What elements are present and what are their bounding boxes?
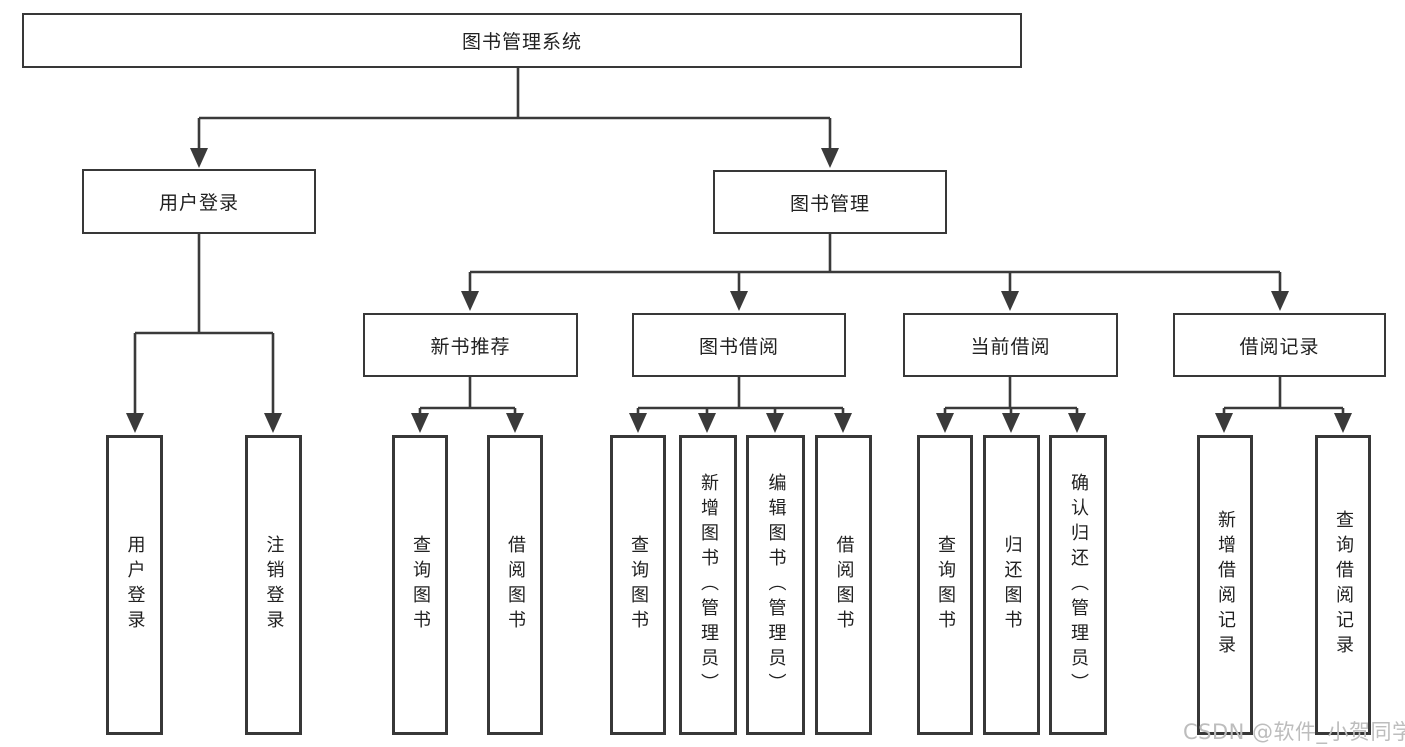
- leaf-add-book-admin: 新增图书（管理员）: [679, 435, 737, 735]
- node-label: 新增借阅记录: [1215, 510, 1236, 660]
- leaf-add-borrow-record: 新增借阅记录: [1197, 435, 1253, 735]
- node-label: 查询图书: [628, 535, 649, 635]
- node-new-book-recommend: 新书推荐: [363, 313, 578, 377]
- node-current-borrow: 当前借阅: [903, 313, 1118, 377]
- node-label: 新增图书（管理员）: [698, 472, 719, 698]
- leaf-edit-book-admin: 编辑图书（管理员）: [746, 435, 805, 735]
- leaf-query-books-recommend: 查询图书: [392, 435, 448, 735]
- node-label: 归还图书: [1001, 535, 1023, 635]
- node-label: 借阅图书: [833, 535, 855, 635]
- node-book-borrow: 图书借阅: [632, 313, 846, 377]
- node-label: 借阅图书: [505, 535, 526, 635]
- node-label: 确认归还（管理员）: [1068, 472, 1089, 698]
- leaf-user-login: 用户登录: [106, 435, 163, 735]
- node-label: 查询借阅记录: [1333, 510, 1354, 660]
- node-label: 图书借阅: [698, 335, 779, 358]
- node-label: 新书推荐: [430, 335, 511, 358]
- node-label: 图书管理系统: [461, 31, 582, 53]
- node-label: 查询图书: [410, 535, 431, 635]
- node-borrow-records: 借阅记录: [1173, 313, 1386, 377]
- node-label: 用户登录: [158, 192, 239, 214]
- leaf-logout: 注销登录: [245, 435, 302, 735]
- node-label: 编辑图书（管理员）: [765, 472, 787, 698]
- leaf-query-books-current: 查询图书: [917, 435, 973, 735]
- node-label: 注销登录: [263, 535, 285, 635]
- leaf-query-books-borrow: 查询图书: [610, 435, 666, 735]
- node-library-management-system: 图书管理系统: [22, 13, 1022, 68]
- leaf-confirm-return-admin: 确认归还（管理员）: [1049, 435, 1107, 735]
- leaf-borrow-books: 借阅图书: [815, 435, 872, 735]
- node-label: 借阅记录: [1239, 335, 1320, 358]
- leaf-return-books: 归还图书: [983, 435, 1040, 735]
- node-book-management: 图书管理: [713, 170, 947, 234]
- leaf-borrow-books-recommend: 借阅图书: [487, 435, 543, 735]
- node-user-login: 用户登录: [82, 169, 316, 234]
- leaf-query-borrow-record: 查询借阅记录: [1315, 435, 1371, 735]
- node-label: 查询图书: [935, 535, 956, 635]
- csdn-watermark: CSDN @软件_小贺同学: [1183, 720, 1405, 744]
- node-label: 当前借阅: [970, 335, 1051, 358]
- node-label: 用户登录: [124, 535, 146, 635]
- node-label: 图书管理: [789, 192, 870, 215]
